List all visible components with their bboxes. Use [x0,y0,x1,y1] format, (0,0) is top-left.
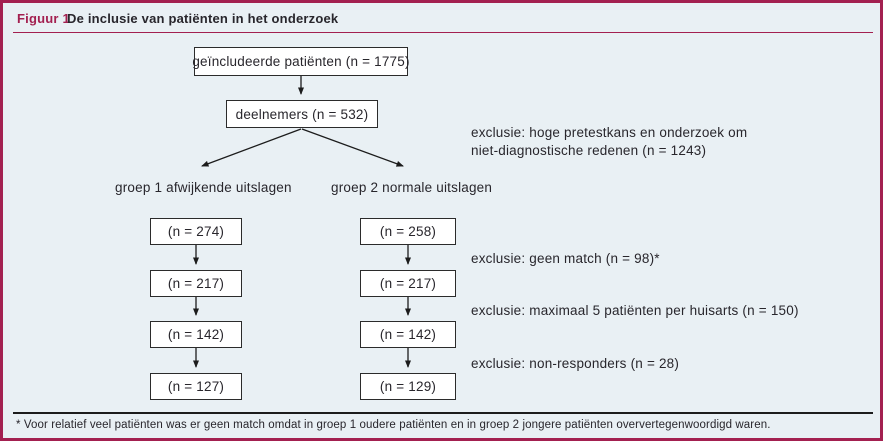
exclusion-pretest-line2: niet-diagnostische redenen (n = 1243) [471,143,707,158]
node-participants: deelnemers (n = 532) [226,100,378,128]
exclusion-pretest: exclusie: hoge pretestkans en onderzoek … [471,124,747,160]
exclusion-max-per-gp: exclusie: maximaal 5 patiënten per huisa… [471,303,799,318]
node-group2-step4: (n = 129) [360,373,456,400]
node-group1-step4: (n = 127) [150,373,242,400]
node-included-patients: geïncludeerde patiënten (n = 1775) [192,47,409,76]
exclusion-pretest-line1: exclusie: hoge pretestkans en onderzoek … [471,125,748,140]
node-group1-step1: (n = 274) [150,218,242,245]
node-group2-step2: (n = 217) [360,270,456,297]
exclusion-non-responders: exclusie: non-responders (n = 28) [471,356,680,371]
flow-arrows [193,76,411,368]
title-divider-line [13,32,873,33]
footnote-divider-line [13,412,873,414]
figure-title: De inclusie van patiënten in het onderzo… [67,11,339,26]
node-group1-step3: (n = 142) [150,321,242,348]
exclusion-no-match: exclusie: geen match (n = 98)* [471,251,660,266]
group1-label: groep 1 afwijkende uitslagen [115,180,292,195]
node-group2-step3: (n = 142) [360,321,456,348]
node-group2-step1: (n = 258) [360,218,456,245]
node-group1-step2: (n = 217) [150,270,242,297]
group2-label: groep 2 normale uitslagen [331,180,493,195]
footnote-text: * Voor relatief veel patiënten was er ge… [16,419,771,431]
figure-number-label: Figuur 1 [17,11,70,26]
